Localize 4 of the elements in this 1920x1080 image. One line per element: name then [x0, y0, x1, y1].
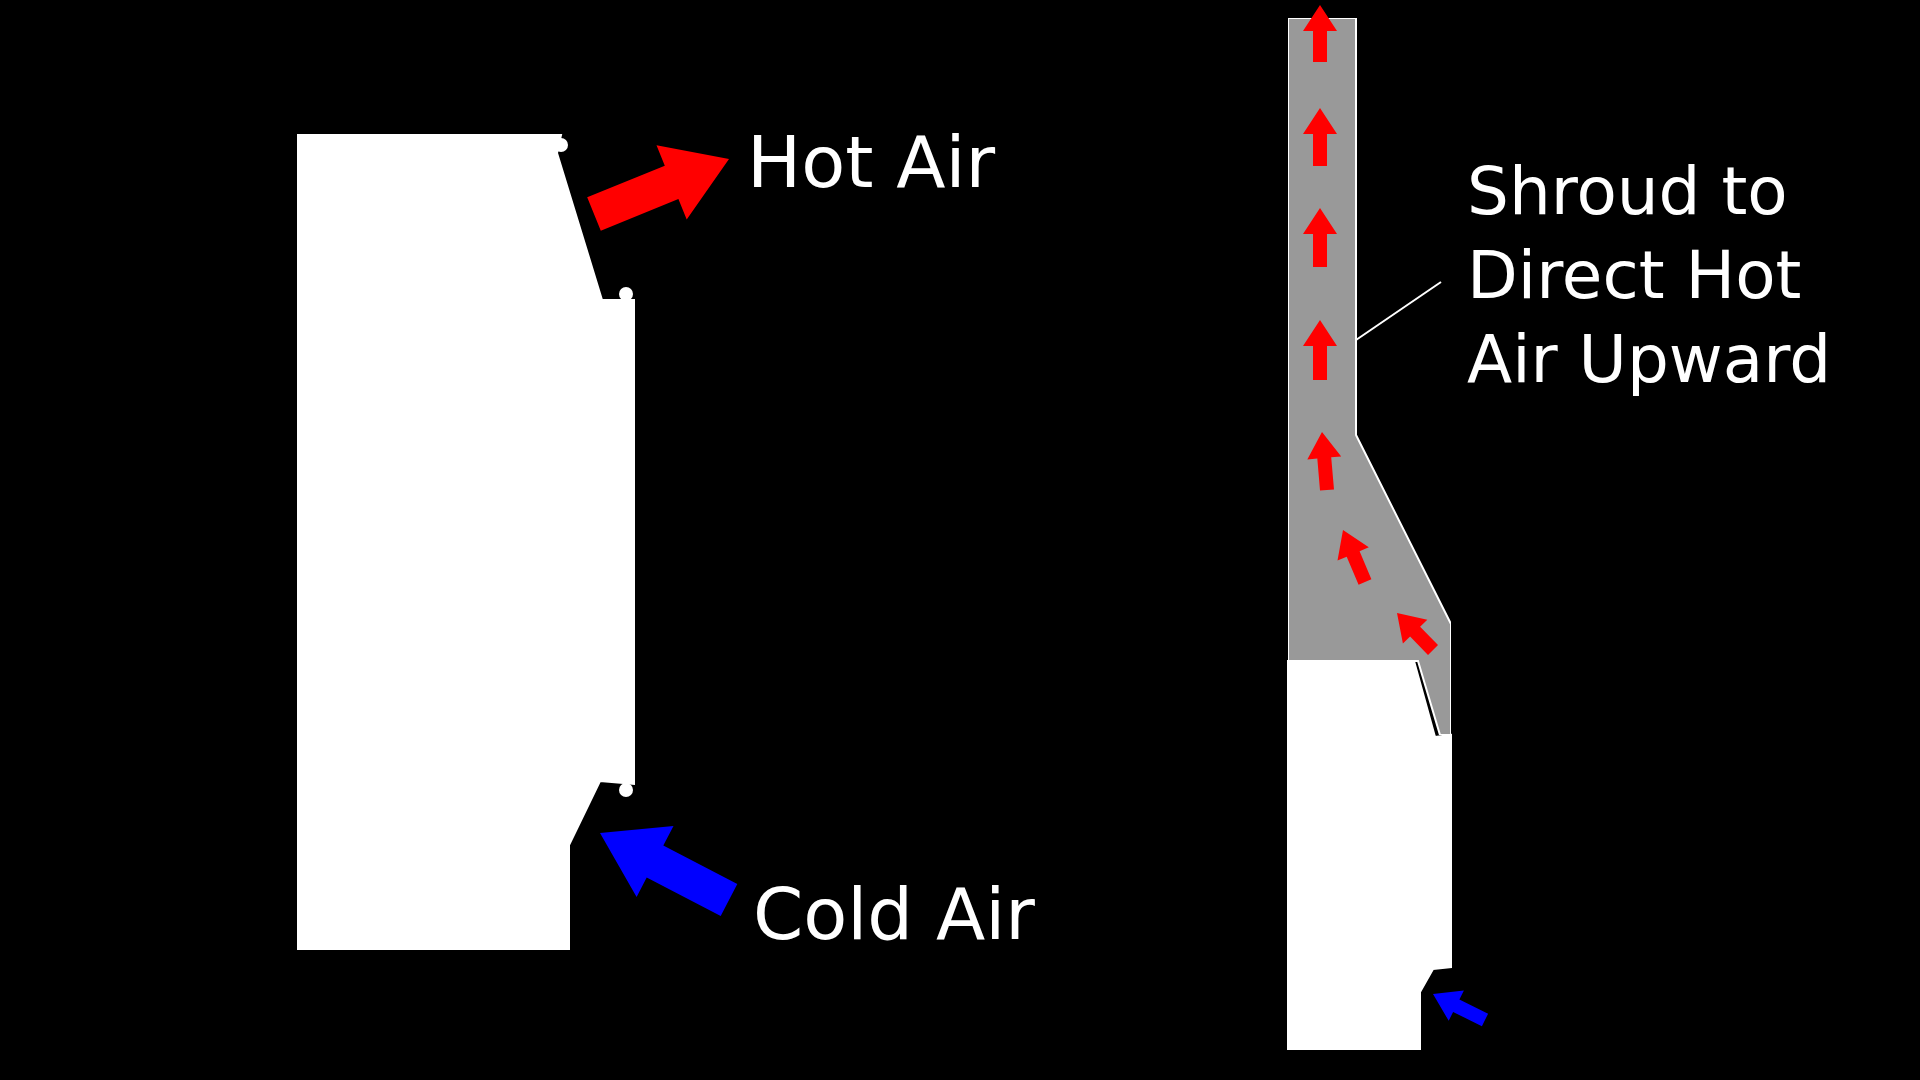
- annotation-label: Cold Air: [753, 872, 1035, 956]
- leader-line: [1355, 281, 1442, 341]
- callout-text: Shroud to Direct Hot Air Upward: [1467, 150, 1887, 402]
- annotation-label: Hot Air: [747, 120, 996, 204]
